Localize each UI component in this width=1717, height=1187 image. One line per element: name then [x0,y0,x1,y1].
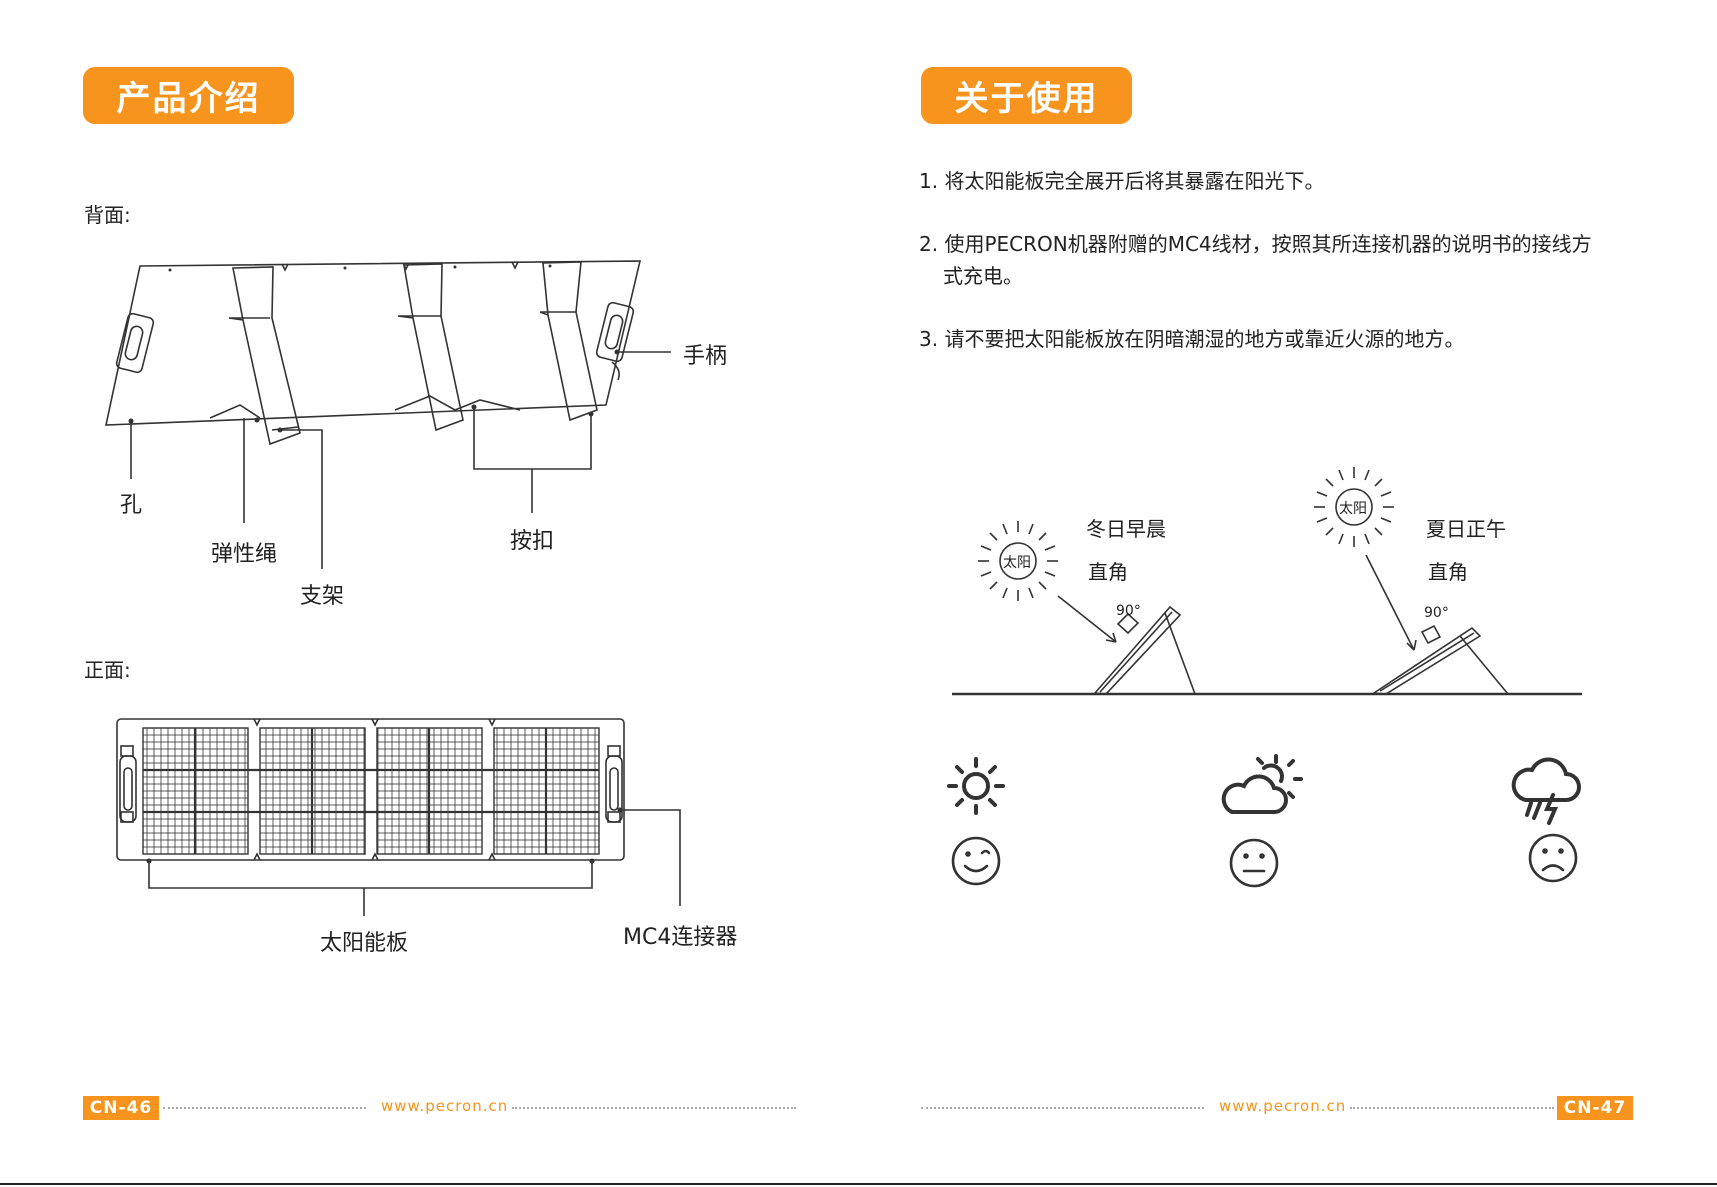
sunny-icon [949,759,1003,813]
neutral-face-icon [1231,840,1277,886]
footer-divider [1350,1107,1554,1109]
smiling-face-icon [953,838,999,884]
sad-face-icon [1530,835,1576,881]
partly-cloudy-icon [1224,756,1301,812]
thunderstorm-icon [1514,760,1579,823]
footer-url-right: www.pecron.cn [1219,1097,1346,1115]
footer-divider [921,1107,1204,1109]
page-bottom-border [0,1183,1717,1185]
page-number-right: CN-47 [1557,1096,1633,1120]
